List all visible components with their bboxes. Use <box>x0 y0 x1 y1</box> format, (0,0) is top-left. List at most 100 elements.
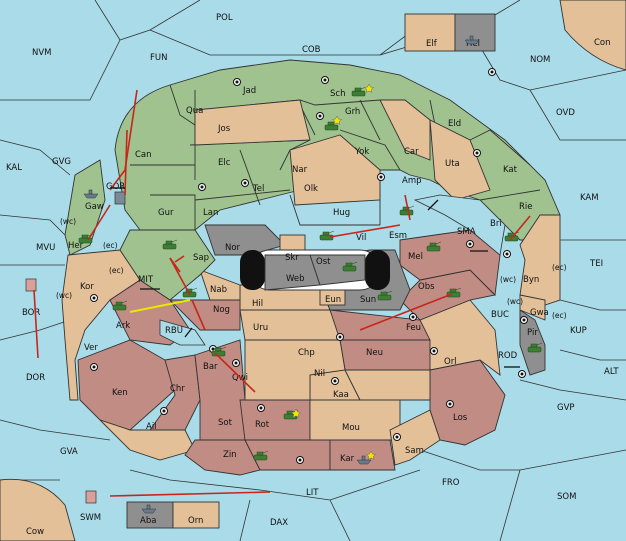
svg-text:Orn: Orn <box>188 516 203 526</box>
svg-text:Sam: Sam <box>405 446 424 456</box>
svg-text:KAM: KAM <box>580 193 599 203</box>
region-Neu[interactable] <box>339 339 431 371</box>
svg-text:Skr: Skr <box>285 253 299 263</box>
region-Car[interactable] <box>379 99 431 161</box>
region-Sam[interactable] <box>389 409 441 466</box>
unit-box-bor <box>25 278 37 292</box>
region-Orn[interactable] <box>172 501 220 529</box>
region-Rot[interactable] <box>239 399 311 441</box>
svg-text:TEI: TEI <box>589 259 603 269</box>
svg-text:(ec): (ec) <box>552 263 567 272</box>
svg-text:Lan: Lan <box>203 208 218 218</box>
region-Nog[interactable] <box>168 299 241 331</box>
svg-text:Gaw: Gaw <box>85 202 104 212</box>
region-Mou[interactable] <box>309 399 401 441</box>
svg-text:Uru: Uru <box>253 323 268 333</box>
svg-text:Zin: Zin <box>223 450 237 460</box>
army-icon <box>446 287 462 298</box>
supply-center-icon <box>90 363 98 371</box>
svg-text:Sch: Sch <box>330 89 345 99</box>
link-arrows <box>110 187 520 368</box>
region-Con[interactable] <box>559 0 626 71</box>
svg-text:GVG: GVG <box>52 157 71 167</box>
svg-text:Nab: Nab <box>210 285 227 295</box>
unit-box-gor <box>114 191 126 205</box>
army-icon <box>162 239 178 250</box>
svg-text:Hug: Hug <box>333 208 350 218</box>
svg-text:Sun: Sun <box>360 295 376 305</box>
region-Los[interactable] <box>429 359 506 446</box>
svg-text:Con: Con <box>594 38 611 48</box>
svg-text:Ken: Ken <box>112 388 128 398</box>
svg-text:Pir: Pir <box>527 328 538 338</box>
region-Gwa[interactable] <box>519 294 546 321</box>
fleet-icon <box>141 504 157 514</box>
svg-text:Kaa: Kaa <box>333 390 349 400</box>
fleet-icon <box>464 35 480 45</box>
region-Kaa[interactable] <box>344 369 431 401</box>
svg-text:Rie: Rie <box>519 202 533 212</box>
svg-text:KUP: KUP <box>570 326 587 336</box>
supply-center-icon <box>503 250 511 258</box>
svg-text:(wc): (wc) <box>507 297 523 306</box>
supply-center-icon <box>520 316 528 324</box>
sea-RBU <box>159 319 206 346</box>
region-Ail[interactable] <box>99 419 196 461</box>
svg-text:Can: Can <box>135 150 152 160</box>
dot-left <box>240 250 265 290</box>
svg-text:LIT: LIT <box>306 488 319 498</box>
dot-right <box>365 250 390 290</box>
svg-text:Cow: Cow <box>26 527 44 537</box>
supply-center-icon <box>473 149 481 157</box>
supply-center-icon <box>488 68 496 76</box>
svg-text:Hil: Hil <box>252 299 263 309</box>
region-Cow[interactable] <box>0 478 76 541</box>
svg-text:Her: Her <box>68 241 84 251</box>
svg-text:Aba: Aba <box>140 516 156 526</box>
star-icon <box>331 115 343 125</box>
army-icon <box>527 342 543 353</box>
svg-text:Uta: Uta <box>445 159 460 169</box>
svg-text:OVD: OVD <box>556 108 575 118</box>
svg-text:(ec): (ec) <box>109 266 124 275</box>
region-Pir[interactable] <box>519 309 546 376</box>
supply-center-icon <box>241 179 249 187</box>
region-Jos[interactable] <box>194 99 311 146</box>
supply-center-icon <box>233 78 241 86</box>
supply-center-icon <box>331 377 339 385</box>
fleets <box>83 35 480 514</box>
region-Sap[interactable] <box>119 229 216 301</box>
svg-text:Chp: Chp <box>298 348 315 358</box>
army-icon <box>399 205 415 216</box>
svg-text:Yok: Yok <box>354 147 369 157</box>
supply-center-icon <box>321 76 329 84</box>
region-Nar-Olk[interactable] <box>289 134 381 206</box>
star-icon <box>290 408 302 418</box>
svg-text:ALT: ALT <box>604 367 619 377</box>
coast-labels: (wc) (ec) (ec) (wc) (ec) (wc) (ec) (wc) <box>56 217 567 320</box>
supply-center-icon <box>336 333 344 341</box>
supply-center-icon <box>232 359 240 367</box>
svg-text:(wc): (wc) <box>500 275 516 284</box>
region-Gaw-Her[interactable] <box>64 159 106 256</box>
supply-center-icon <box>446 400 454 408</box>
fleet-icon <box>356 455 372 465</box>
region-Uta[interactable] <box>429 119 491 201</box>
svg-text:BUC: BUC <box>491 310 509 320</box>
svg-text:Orl: Orl <box>444 357 457 367</box>
sea-SMA <box>413 194 506 256</box>
army-icon <box>377 290 393 301</box>
region-Ken[interactable] <box>77 339 176 431</box>
svg-text:SMA: SMA <box>457 227 476 237</box>
svg-text:Eun: Eun <box>325 295 341 305</box>
region-Ost[interactable] <box>309 254 366 286</box>
svg-text:SWM: SWM <box>80 513 101 523</box>
svg-text:MVU: MVU <box>36 243 55 253</box>
region-Hel[interactable] <box>454 13 496 52</box>
svg-text:COB: COB <box>302 45 321 55</box>
svg-text:Feu: Feu <box>406 323 421 333</box>
svg-text:(ec): (ec) <box>552 311 567 320</box>
supply-center-icon <box>409 313 417 321</box>
region-Elf[interactable] <box>404 13 456 52</box>
